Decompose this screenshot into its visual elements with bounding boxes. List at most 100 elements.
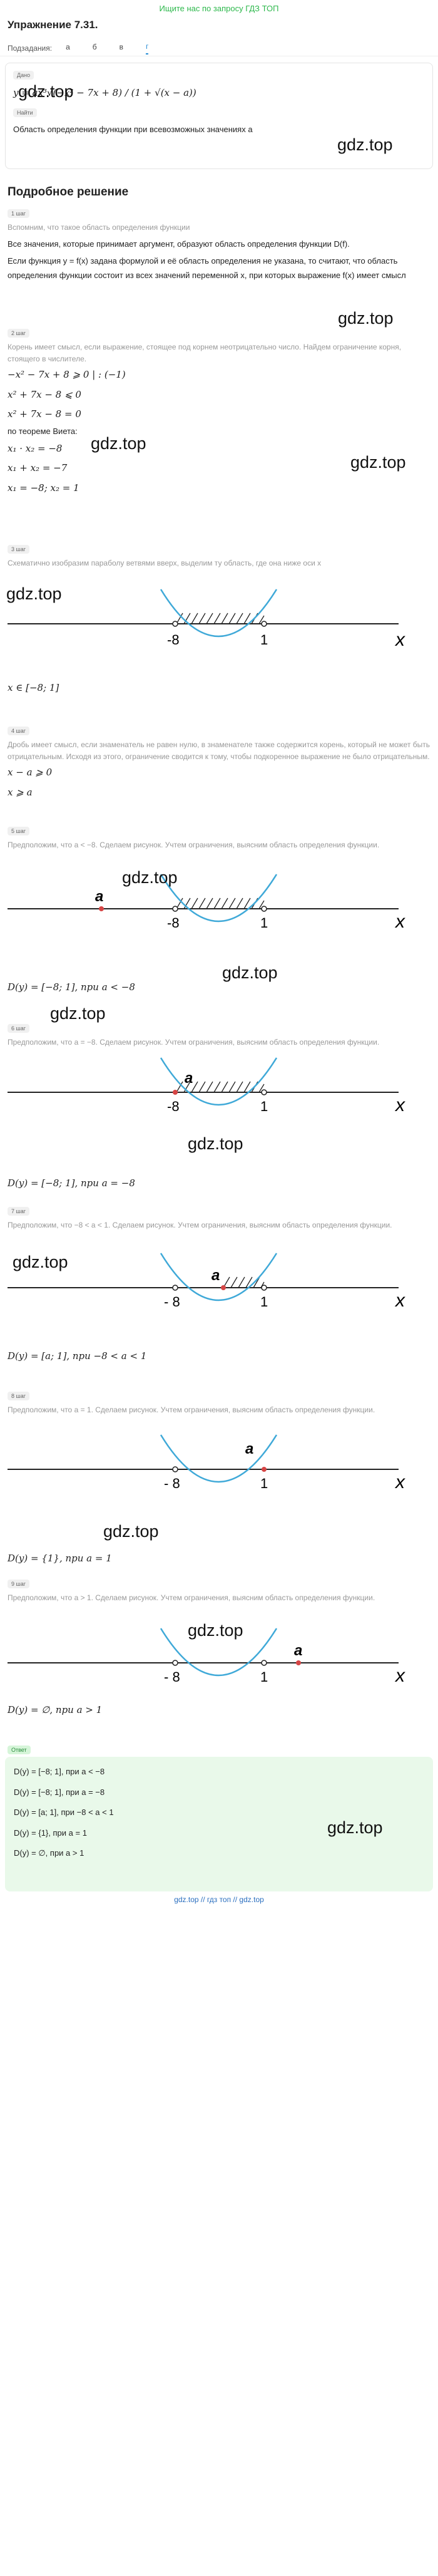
step-result: D(y) = [a; 1], при −8 < a < 1	[8, 1350, 147, 1362]
tab-a[interactable]: а	[66, 42, 70, 51]
root-point-right	[261, 1089, 267, 1095]
answer-box: D(y) = [−8; 1], при a < −8 D(y) = [−8; 1…	[5, 1757, 433, 1891]
step-8: 8 шаг Предположим, что a = 1. Сделаем ри…	[0, 1390, 438, 1578]
root-label-right: 1	[260, 1476, 268, 1491]
subtask-tabs: Подзадания: а б в г	[0, 40, 438, 56]
answer-line: D(y) = [−8; 1], при a = −8	[14, 1787, 105, 1797]
x-axis-label: x	[394, 1472, 405, 1492]
step-result: D(y) = [−8; 1], при a < −8	[8, 981, 135, 993]
footer-links[interactable]: gdz.top // гдз топ // gdz.top	[174, 1895, 264, 1904]
step-badge: 7 шаг	[8, 1207, 30, 1216]
watermark: gdz.top	[13, 1253, 68, 1271]
step-intro: Вспомним, что такое область определения …	[8, 223, 190, 232]
watermark: gdz.top	[6, 584, 62, 603]
root-point-left	[173, 1090, 178, 1095]
x-axis-label: x	[394, 1290, 405, 1311]
parabola-curve	[160, 1434, 278, 1483]
given-formula: y = ax³√(−x² − 7x + 8) / (1 + √(x − a))	[13, 87, 196, 98]
param-label: a	[95, 888, 103, 905]
step-intro: Предположим, что a > 1. Сделаем рисунок.…	[8, 1593, 375, 1602]
vieta-line: x₁ · x₂ = −8	[8, 442, 63, 454]
watermark: gdz.top	[188, 1134, 243, 1153]
step-result: D(y) = [−8; 1], при a = −8	[8, 1177, 135, 1189]
x-axis-label: x	[394, 629, 405, 650]
root-point-right	[261, 906, 267, 912]
equation-line: x² + 7x − 8 = 0	[8, 408, 81, 420]
answer-line: D(y) = ∅, при a > 1	[14, 1848, 84, 1858]
find-text: Область определения функции при всевозмо…	[13, 125, 253, 134]
root-point-left	[172, 621, 178, 627]
tab-v[interactable]: в	[119, 42, 123, 51]
step-3: 3 шаг Схематично изобразим параболу ветв…	[0, 544, 438, 725]
watermark: gdz.top	[50, 1004, 106, 1023]
watermark: gdz.top	[18, 82, 74, 101]
watermark: gdz.top	[350, 453, 406, 472]
param-label: a	[294, 1642, 302, 1659]
parabola-curve	[160, 1253, 278, 1301]
step-5: 5 шаг Предположим, что a < −8. Сделаем р…	[0, 825, 438, 1023]
step-badge: 9 шаг	[8, 1580, 30, 1588]
step-badge: 4 шаг	[8, 727, 30, 735]
x-axis-label: x	[394, 1095, 405, 1115]
watermark: gdz.top	[103, 1522, 159, 1541]
page-title: Упражнение 7.31.	[8, 19, 98, 31]
vieta-line: x₁ + x₂ = −7	[8, 462, 68, 474]
param-point	[296, 1660, 301, 1666]
step-7: 7 шаг Предположим, что −8 < a < 1. Сдела…	[0, 1206, 438, 1390]
step-badge: 6 шаг	[8, 1024, 30, 1033]
root-point-left	[172, 1466, 178, 1472]
tab-g[interactable]: г	[146, 42, 149, 54]
param-point	[262, 1467, 267, 1472]
param-point	[99, 906, 104, 912]
step-badge: 3 шаг	[8, 545, 30, 554]
root-point-left	[172, 906, 178, 912]
root-point-left	[172, 1285, 178, 1291]
param-label: a	[185, 1070, 193, 1087]
find-badge: Найти	[13, 108, 37, 117]
step-2: gdz.top 2 шаг Корень имеет смысл, если в…	[0, 309, 438, 544]
parabola-figure: a -8 1 x	[8, 874, 405, 932]
tab-b[interactable]: б	[92, 42, 97, 51]
vieta-label: по теореме Виета:	[8, 426, 78, 436]
solution-title: Подробное решение	[8, 185, 129, 199]
root-label-right: 1	[260, 915, 268, 931]
step-6: 6 шаг Предположим, что a = −8. Сделаем р…	[0, 1004, 438, 1206]
root-label-left: - 8	[164, 1294, 180, 1310]
parabola-curve	[160, 1628, 278, 1677]
root-label-left: -8	[167, 915, 180, 931]
top-banner[interactable]: Ищите нас по запросу ГДЗ ТОП	[159, 4, 279, 13]
root-point-right	[261, 1660, 267, 1666]
root-label-left: -8	[167, 632, 180, 648]
root-point-right	[261, 1285, 267, 1291]
root-label-left: -8	[167, 1099, 180, 1114]
definition-text-2: Если функция y = f(x) задана формулой и …	[8, 256, 406, 280]
parabola-curve	[160, 589, 278, 638]
step-1: 1 шаг Вспомним, что такое область опреде…	[0, 199, 438, 328]
step-intro: Схематично изобразим параболу ветвями вв…	[8, 559, 322, 567]
parabola-curve	[160, 874, 278, 923]
watermark: gdz.top	[338, 309, 394, 328]
parabola-figure: -8 1 x	[8, 589, 405, 650]
inequality-line: x² + 7x − 8 ⩽ 0	[8, 388, 81, 400]
step-badge: 2 шаг	[8, 329, 30, 338]
step-badge: 1 шаг	[8, 209, 30, 218]
root-label-right: 1	[260, 1294, 268, 1310]
root-label-right: 1	[260, 632, 268, 648]
x-axis-label: x	[394, 1665, 405, 1686]
watermark: gdz.top	[122, 868, 178, 887]
parabola-figure: a - 8 1 x	[8, 1628, 405, 1686]
step-4: 4 шаг Дробь имеет смысл, если знаменател…	[0, 725, 438, 825]
param-label: a	[211, 1267, 220, 1284]
watermark: gdz.top	[337, 135, 393, 154]
step-9: 9 шаг Предположим, что a > 1. Сделаем ри…	[0, 1578, 438, 1744]
task-card: Дано y = ax³√(−x² − 7x + 8) / (1 + √(x −…	[5, 63, 433, 169]
root-label-left: - 8	[164, 1669, 180, 1685]
vieta-line: x₁ = −8; x₂ = 1	[8, 482, 79, 494]
root-point-left	[172, 1660, 178, 1666]
step-intro: Дробь имеет смысл, если знаменатель не р…	[8, 740, 430, 762]
answer-line: D(y) = [a; 1], при −8 < a < 1	[14, 1808, 114, 1817]
watermark: gdz.top	[188, 1621, 243, 1640]
step-intro: Предположим, что a < −8. Сделаем рисунок…	[8, 841, 380, 849]
root-label-right: 1	[260, 1669, 268, 1685]
x-axis-label: x	[394, 911, 405, 932]
